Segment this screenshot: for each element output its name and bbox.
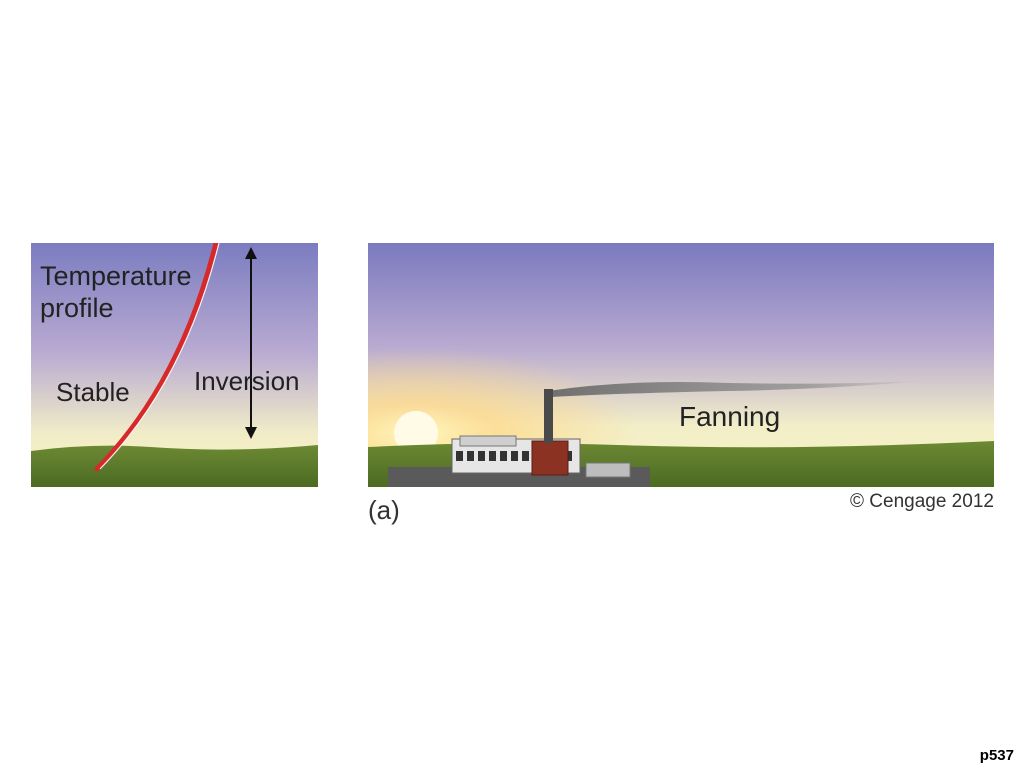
sun-icon: [394, 411, 438, 455]
temperature-label-line2: profile: [40, 293, 114, 323]
fanning-plume-illustration: [368, 243, 994, 487]
fanning-label: Fanning: [679, 401, 781, 432]
temperature-curve-highlight: [99, 243, 220, 470]
temperature-label-line1: Temperature: [40, 261, 192, 291]
temperature-profile-panel: [31, 243, 318, 487]
temperature-profile-illustration: [31, 243, 318, 487]
panel-letter: (a): [368, 495, 400, 525]
inversion-label: Inversion: [194, 366, 300, 396]
temperature-profile-label: Temperature profile: [40, 260, 192, 324]
smokestack-icon: [544, 389, 553, 443]
stable-label: Stable: [56, 377, 130, 407]
page-number: p537: [979, 747, 1014, 764]
temperature-curve: [94, 243, 219, 472]
smoke-plume: [548, 381, 918, 397]
ground: [31, 445, 318, 487]
copyright-notice: © Cengage 2012: [850, 491, 994, 512]
double-arrow-icon: [245, 247, 257, 439]
fanning-plume-panel: [368, 243, 994, 487]
factory-icon: [388, 435, 650, 487]
